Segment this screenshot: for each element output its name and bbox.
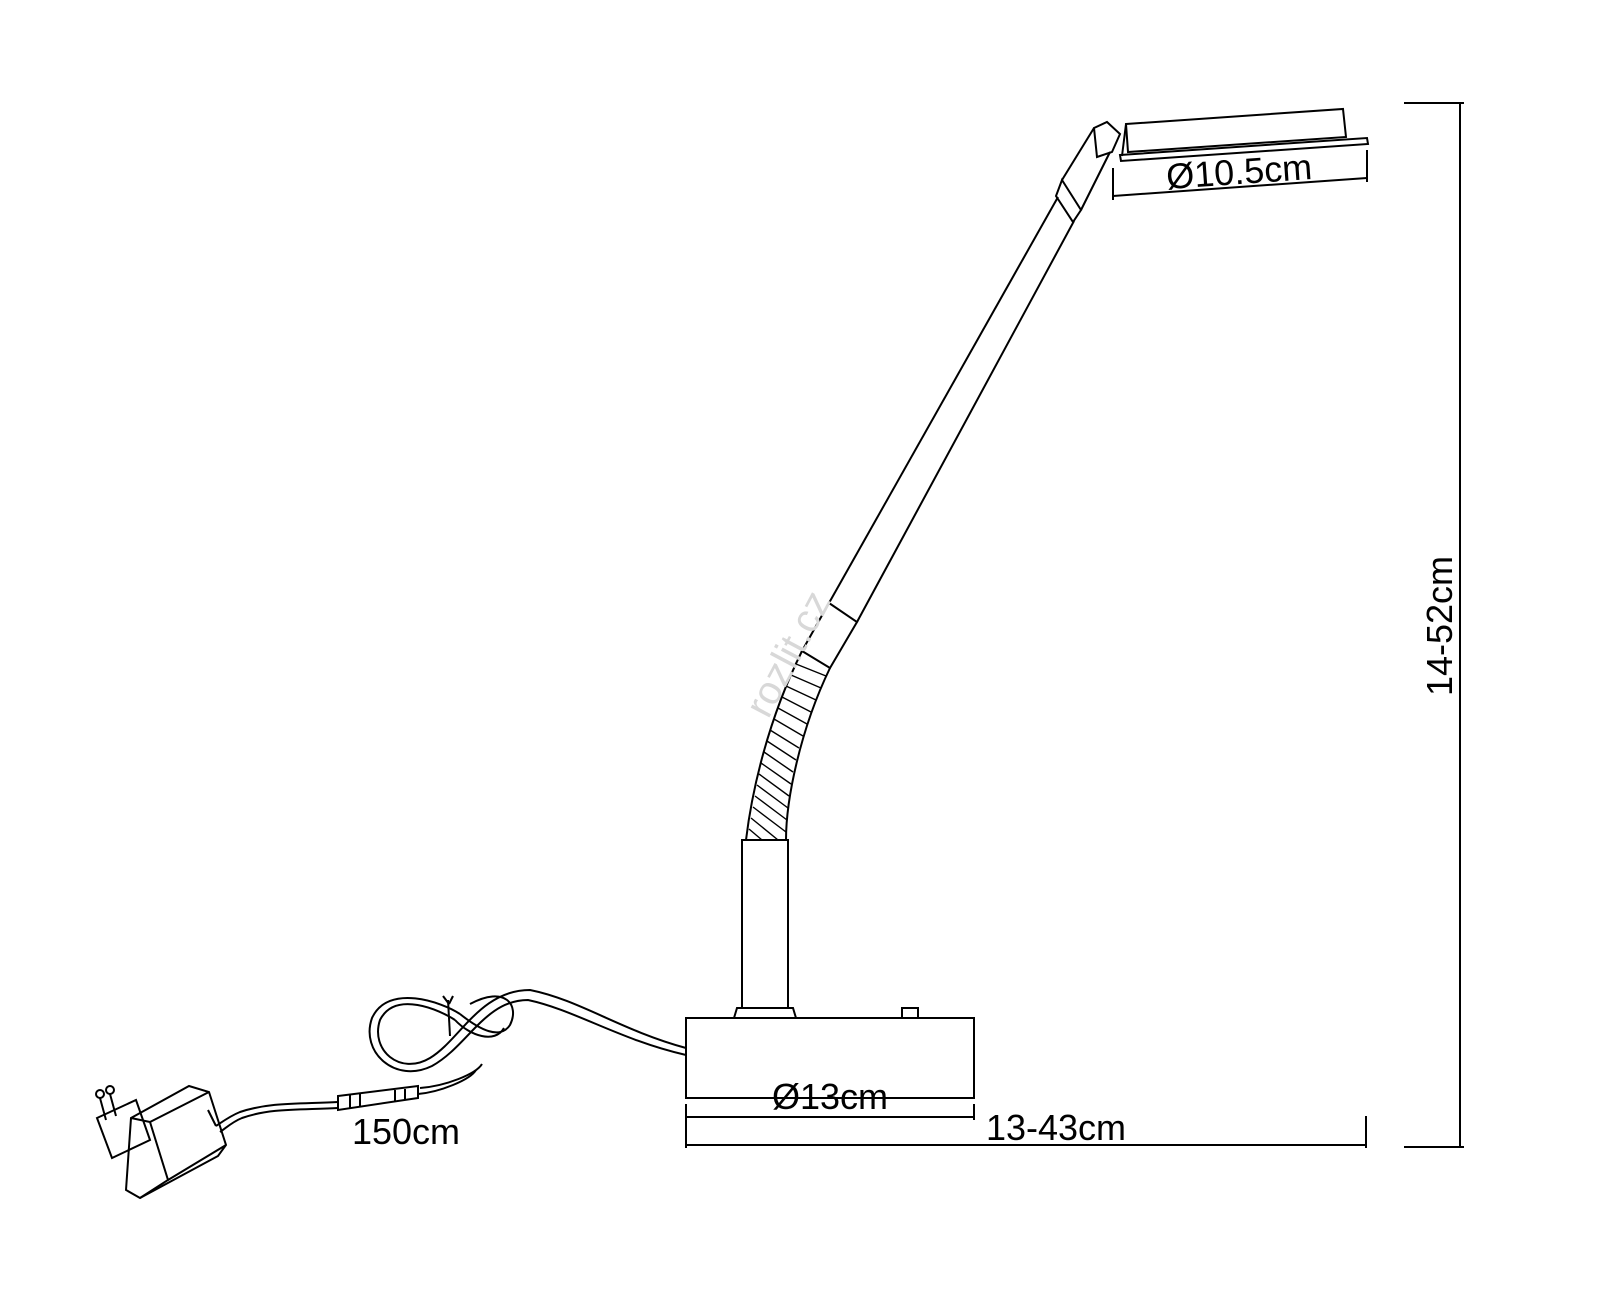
- head-diameter-dimension: [1112, 150, 1368, 200]
- lamp-head: [1118, 107, 1370, 163]
- upper-arm: [828, 127, 1111, 623]
- cable-connector: [215, 1084, 419, 1133]
- reach-label: 13-43cm: [986, 1107, 1126, 1148]
- base-diameter-label: Ø13cm: [772, 1076, 888, 1117]
- lamp-base: [685, 1007, 975, 1099]
- height-dimension: [1404, 102, 1464, 1148]
- head-hinge: [1092, 120, 1122, 159]
- gooseneck: [745, 650, 831, 841]
- watermark-text: rozlit.cz: [737, 584, 839, 724]
- reach-dimension: [685, 1112, 1367, 1148]
- head-diameter-label: Ø10.5cm: [1165, 146, 1314, 197]
- power-cable: [368, 988, 687, 1095]
- power-adapter: [95, 1084, 228, 1200]
- lower-stem: [732, 839, 798, 1019]
- height-label: 14-52cm: [1419, 556, 1460, 696]
- cable-length-label: 150cm: [352, 1111, 460, 1152]
